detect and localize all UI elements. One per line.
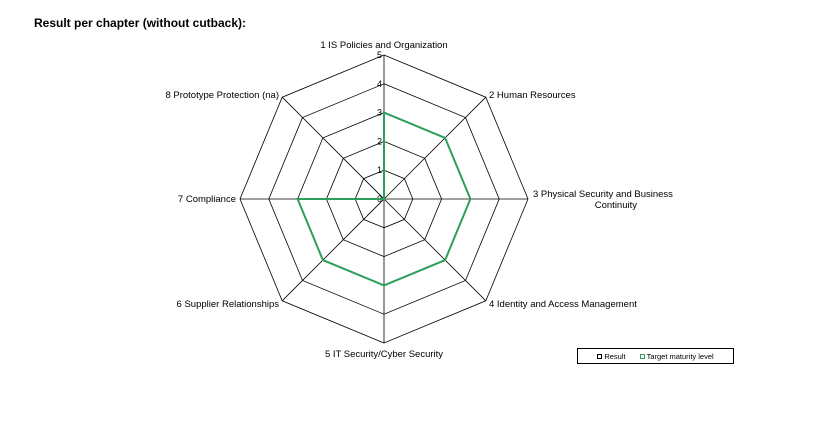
grid-spoke-4 bbox=[383, 198, 487, 302]
tick-label-1: 1 bbox=[377, 165, 382, 175]
axis-label-6: 6 Supplier Relationships bbox=[177, 299, 280, 310]
axis-label-7: 7 Compliance bbox=[178, 194, 236, 205]
legend-swatch-result bbox=[597, 353, 603, 359]
grid-spoke-6 bbox=[281, 198, 385, 302]
axis-label-1: 1 IS Policies and Organization bbox=[320, 40, 447, 51]
legend-label-target: Target maturity level bbox=[646, 351, 714, 361]
tick-label-4: 4 bbox=[377, 79, 382, 89]
legend-item-result: Result bbox=[597, 351, 626, 361]
page-title: Result per chapter (without cutback): bbox=[34, 16, 247, 30]
legend-label-result: Result bbox=[604, 351, 626, 361]
axis-label-8: 8 Prototype Protection (na) bbox=[165, 90, 279, 101]
axis-label-4: 4 Identity and Access Management bbox=[489, 299, 637, 310]
legend-swatch-target bbox=[639, 353, 645, 359]
chart-legend: Result Target maturity level bbox=[577, 348, 734, 364]
tick-label-2: 2 bbox=[377, 136, 382, 146]
axis-label-2: 2 Human Resources bbox=[489, 90, 576, 101]
radar-series bbox=[296, 111, 472, 287]
axis-labels: 1 IS Policies and Organization 2 Human Re… bbox=[165, 40, 673, 360]
tick-label-5: 5 bbox=[377, 50, 382, 60]
legend-item-target: Target maturity level bbox=[639, 351, 714, 361]
radar-grid bbox=[239, 54, 529, 344]
tick-label-3: 3 bbox=[377, 108, 382, 118]
series-target-maturity-level bbox=[296, 111, 472, 287]
axis-label-5: 5 IT Security/Cyber Security bbox=[325, 349, 443, 360]
grid-spoke-2 bbox=[383, 96, 487, 200]
grid-spoke-8 bbox=[281, 96, 385, 200]
